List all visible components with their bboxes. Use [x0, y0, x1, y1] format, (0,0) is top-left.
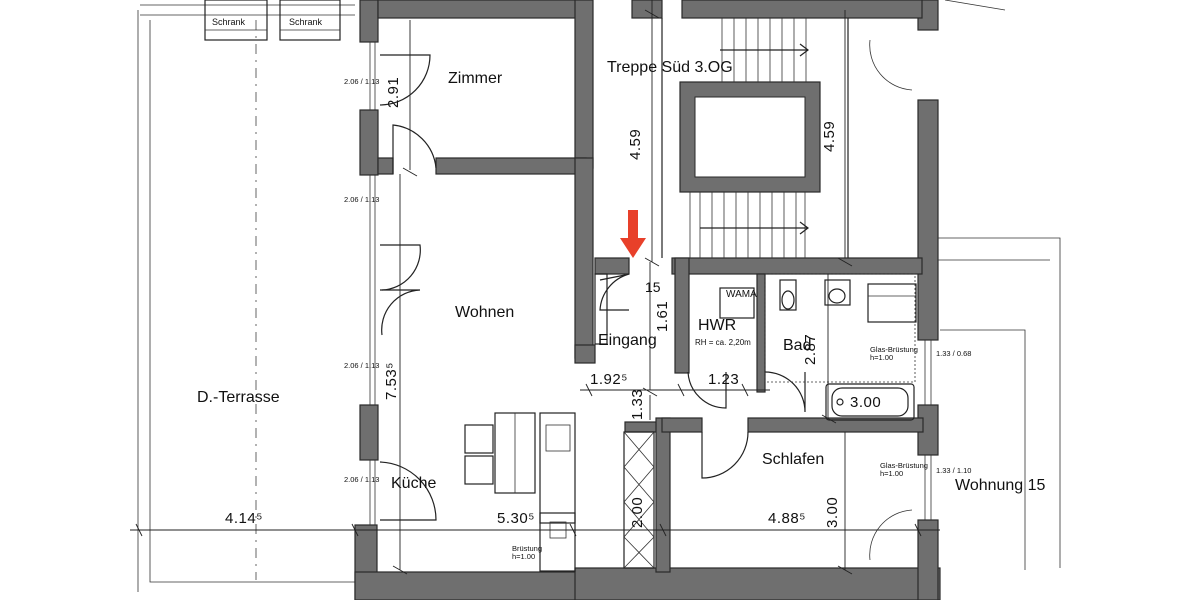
dim-schlafen-vertical: 3.00 — [824, 496, 841, 528]
room-label-zimmer: Zimmer — [448, 70, 503, 87]
room-label-wohnung: Wohnung 15 — [955, 477, 1046, 494]
dim-bad-vertical: 2.87 — [802, 333, 819, 365]
dim-schlafen-width: 4.88⁵ — [768, 510, 806, 527]
dimension-lines — [130, 0, 940, 575]
room-label-schlafen: Schlafen — [762, 451, 825, 468]
dim-hall-vertical: 1.33 — [629, 388, 646, 420]
railing-kueche: Brüstung h=1.00 — [512, 545, 542, 561]
glass-railing-schlafen-title: Glas-Brüstung — [880, 461, 928, 470]
room-label-wohnen: Wohnen — [455, 304, 515, 321]
dim-hwr-width: 1.23 — [708, 371, 740, 388]
windows — [369, 42, 932, 525]
dim-bath-width: 3.00 — [850, 394, 882, 411]
interior-walls — [377, 81, 924, 573]
dim-wohnen-vertical: 7.53⁵ — [383, 362, 400, 400]
room-label-kueche: Küche — [391, 475, 437, 492]
dim-closet-vertical: 2.00 — [629, 496, 646, 528]
dim-terrasse-width: 4.14⁵ — [225, 510, 263, 527]
glass-railing-bad: Glas-Brüstung h=1.00 — [870, 346, 918, 362]
railing-kueche-height: h=1.00 — [512, 551, 536, 561]
window-mark-1: 2.06 / 1.13 — [344, 77, 380, 86]
doors — [379, 39, 913, 561]
top-walls — [377, 0, 923, 169]
terrace-outline — [137, 0, 355, 592]
dim-eingang-width: 1.92⁵ — [590, 371, 628, 388]
dim-zimmer-height: 2.91 — [385, 76, 402, 108]
glass-railing-schlafen-height: h=1.00 — [880, 468, 904, 478]
schrank-label-2: Schrank — [289, 17, 323, 27]
apartment-number: 15 — [645, 279, 661, 295]
glass-railing-bad-title: Glas-Brüstung — [870, 345, 918, 354]
window-mark-6: 1.33 / 1.10 — [936, 466, 972, 475]
closet — [623, 431, 655, 569]
room-label-bad: Bad — [783, 337, 812, 354]
window-mark-3: 2.06 / 1.13 — [344, 361, 380, 370]
room-label-treppe: Treppe Süd 3.OG — [607, 59, 733, 76]
room-label-hwr: HWR — [698, 317, 737, 334]
room-label-terrasse: D.-Terrasse — [197, 389, 280, 406]
schrank-label-1: Schrank — [212, 17, 246, 27]
staircase — [661, 18, 849, 258]
entrance-niche — [594, 273, 626, 345]
exterior-walls — [354, 0, 941, 600]
neighbour-outline — [938, 0, 1061, 570]
glass-railing-schlafen: Glas-Brüstung h=1.00 — [880, 462, 928, 478]
dim-kueche-width: 5.30⁵ — [497, 510, 535, 527]
dim-treppe-right: 4.59 — [821, 120, 838, 152]
window-mark-5: 1.33 / 0.68 — [936, 349, 972, 358]
room-label-eingang: Eingang — [598, 332, 657, 349]
bath-fixtures — [719, 273, 917, 421]
railing-kueche-title: Brüstung — [512, 544, 543, 553]
wama-label: WAMA — [726, 289, 757, 300]
window-mark-2: 2.06 / 1.13 — [344, 195, 380, 204]
dim-eingang-vertical: 1.61 — [654, 300, 671, 332]
window-mark-4: 2.06 / 1.13 — [344, 475, 380, 484]
glass-railing-bad-height: h=1.00 — [870, 352, 894, 362]
hwr-room-height: RH = ca. 2,20m — [695, 338, 751, 347]
dim-treppe-left: 4.59 — [627, 128, 644, 160]
entrance-arrow — [620, 210, 646, 258]
